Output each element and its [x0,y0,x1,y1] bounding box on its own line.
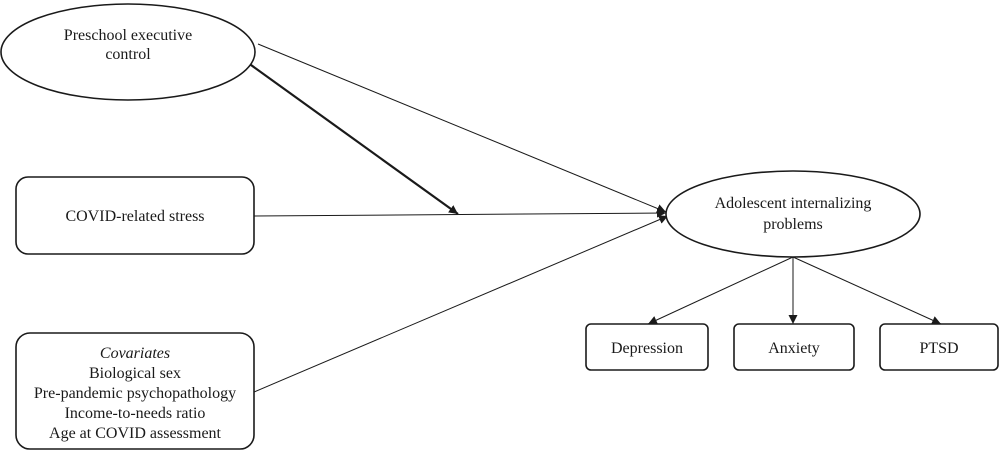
node-covariates: Covariates Biological sex Pre-pandemic p… [15,332,255,450]
node-ptsd-label: PTSD [919,340,958,357]
node-adolescent-internalizing-problems: Adolescent internalizing problems [665,170,921,258]
edge-covid-stress-to-internalizing [253,208,667,218]
node-covariates-line-2: Pre-pandemic psychopathology [34,385,236,402]
node-covid-stress-label: COVID-related stress [65,208,204,225]
node-covariates-line-3: Income-to-needs ratio [65,405,206,422]
node-covid-related-stress: COVID-related stress [15,176,255,255]
node-preschool-executive-control: Preschool executive control [0,3,256,101]
node-anxiety-label: Anxiety [768,340,820,357]
edge-internalizing-to-depression [647,256,794,325]
node-anxiety: Anxiety [733,323,855,371]
node-covariates-line-4: Age at COVID assessment [49,425,222,442]
edge-preschool-to-internalizing [257,43,667,213]
node-depression-label: Depression [611,340,683,357]
edge-covariates-to-internalizing [253,215,669,393]
node-preschool-label-line-1: Preschool executive [64,27,192,44]
node-depression: Depression [585,323,709,371]
node-ptsd: PTSD [879,323,999,371]
edge-internalizing-to-ptsd [792,256,942,325]
node-preschool-label-line-2: control [105,46,151,63]
node-covariates-line-1: Biological sex [89,365,181,382]
node-covariates-heading: Covariates [100,345,170,362]
edge-moderation-preschool [243,59,459,215]
node-internalizing-label-line-2: problems [763,216,823,233]
node-internalizing-label-line-1: Adolescent internalizing [715,195,872,212]
